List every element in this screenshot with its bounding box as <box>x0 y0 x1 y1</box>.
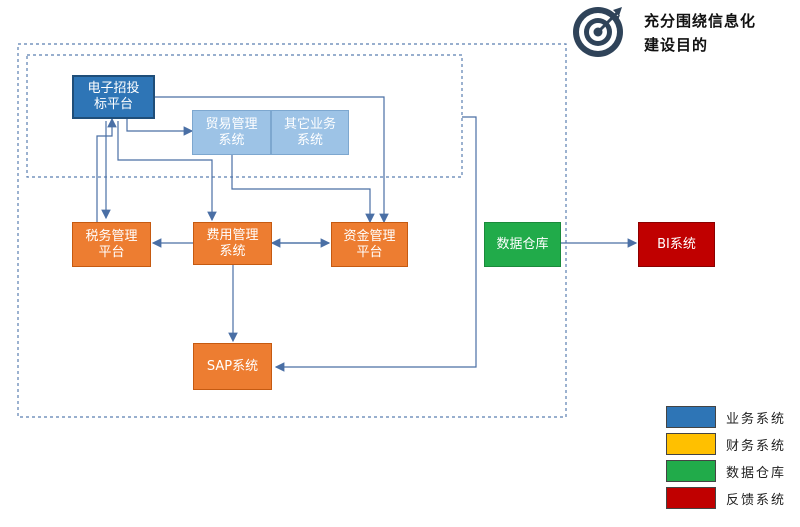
bi-system-node[interactable]: BI系统 <box>638 222 715 267</box>
legend-swatch <box>666 433 716 455</box>
legend-label: 财务系统 <box>726 439 787 454</box>
legend-swatch <box>666 460 716 482</box>
tax-management-node[interactable]: 税务管理 平台 <box>72 222 151 267</box>
connector-ebid-fund <box>155 96 389 224</box>
legend-item-business: 业务系统 <box>666 406 800 428</box>
diagram-title: 充分围绕信息化 建设目的 <box>644 12 757 54</box>
connector-ebid-trade <box>126 119 194 136</box>
trade-management-node[interactable]: 贸易管理 系统 <box>192 110 271 155</box>
e-bidding-platform-node[interactable]: 电子招投 标平台 <box>72 75 155 119</box>
connector-tax-ebid <box>96 117 117 222</box>
data-warehouse-node[interactable]: 数据仓库 <box>484 222 561 267</box>
legend-swatch <box>666 487 716 509</box>
inner-boundary <box>26 54 463 178</box>
connector-ebid-expense <box>117 121 217 222</box>
fund-management-node[interactable]: 资金管理 平台 <box>331 222 408 267</box>
target-icon <box>573 7 623 57</box>
legend-label: 反馈系统 <box>726 493 787 508</box>
legend-item-feedback: 反馈系统 <box>666 487 800 509</box>
connector-warehouse-sap <box>274 116 477 372</box>
other-business-node[interactable]: 其它业务 系统 <box>271 110 349 155</box>
legend-item-finance: 财务系统 <box>666 433 800 455</box>
legend-label: 数据仓库 <box>726 466 787 481</box>
expense-management-node[interactable]: 费用管理 系统 <box>193 222 272 265</box>
legend-item-warehouse: 数据仓库 <box>666 460 800 482</box>
legend-swatch <box>666 406 716 428</box>
legend-label: 业务系统 <box>726 412 787 427</box>
sap-system-node[interactable]: SAP系统 <box>193 343 272 390</box>
outer-boundary <box>17 43 567 418</box>
connector-trade-fund <box>231 155 375 224</box>
